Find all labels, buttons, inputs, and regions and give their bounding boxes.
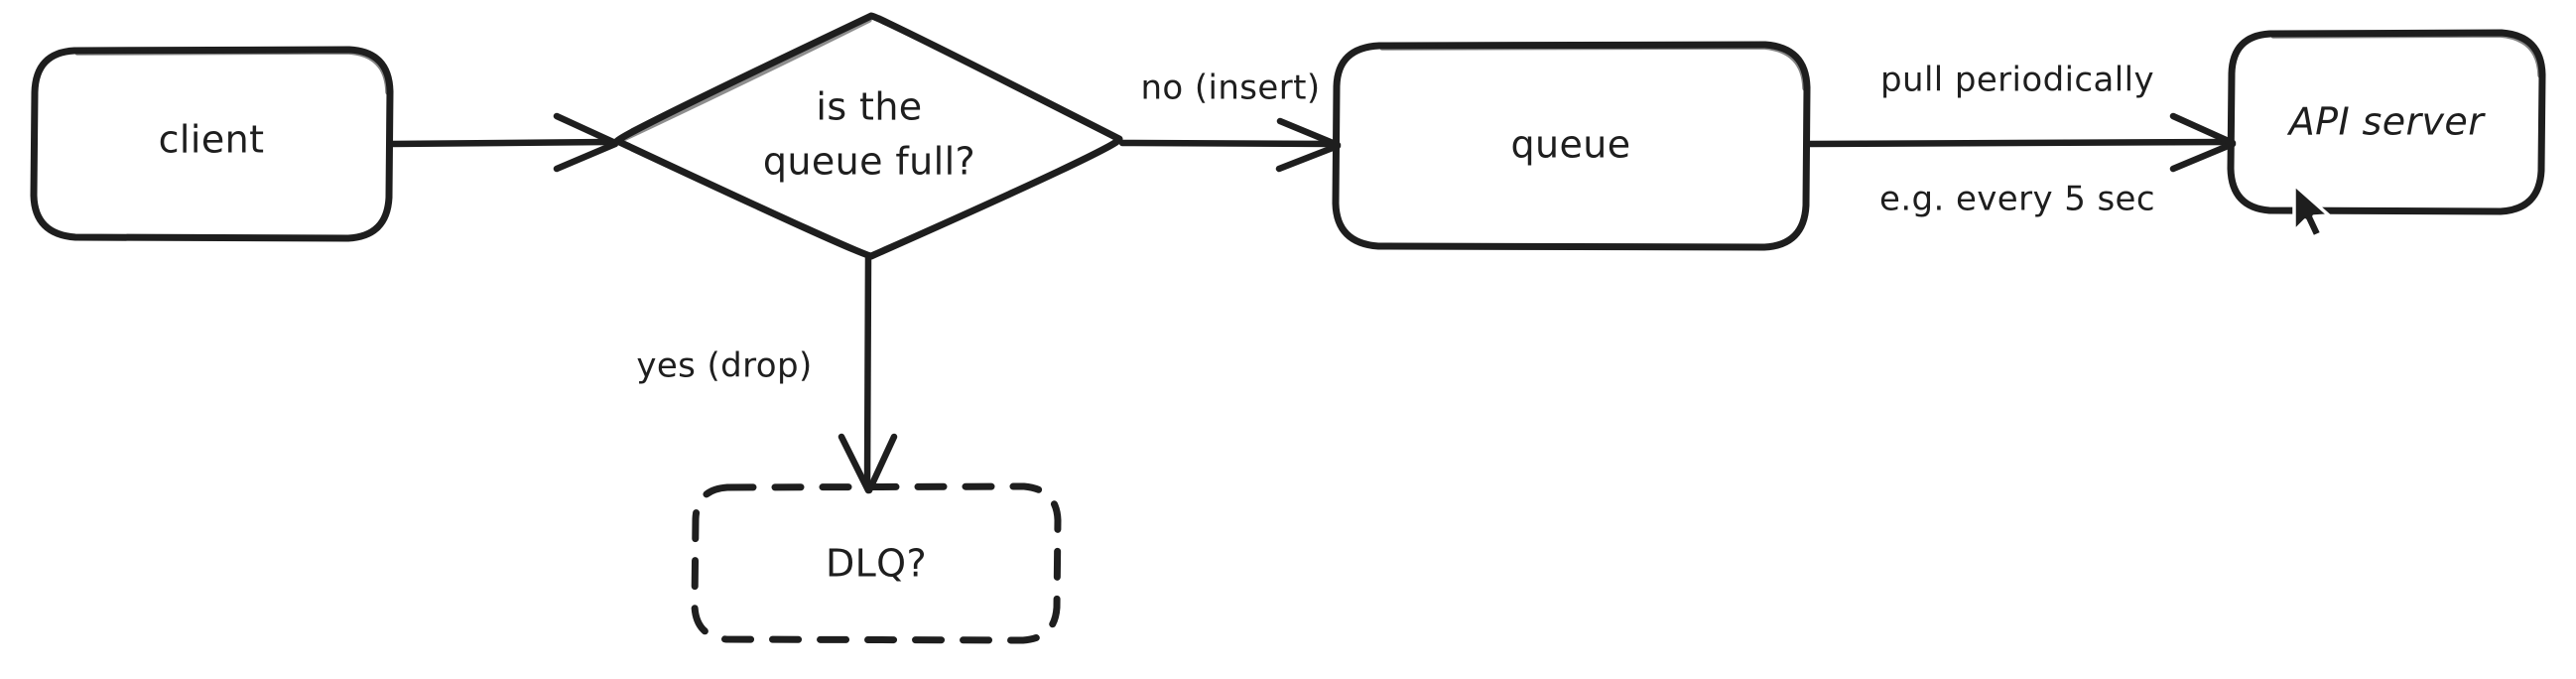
decision-diamond-outline (613, 12, 1123, 260)
queue-to-api-label-above: pull periodically (1880, 61, 2154, 100)
client-to-decision-line (387, 138, 611, 148)
queue-box-sketch-overlay (1379, 44, 1808, 91)
queue-label: queue (1510, 123, 1630, 167)
decision-diamond-sketch-overlay (620, 15, 1120, 142)
queue-to-api-label-below: e.g. every 5 sec (1879, 180, 2155, 219)
decision-to-dlq-line (863, 252, 872, 488)
decision-label-line2: queue full? (763, 140, 975, 184)
edge-queue-to-api[interactable]: pull periodically e.g. every 5 sec (1804, 61, 2237, 219)
client-to-decision-arrowhead (553, 112, 619, 173)
api-server-label: API server (2286, 100, 2486, 144)
cursor-arrow-glyph (2292, 183, 2331, 239)
node-decision[interactable]: is the queue full? (613, 12, 1123, 260)
decision-label-line1: is the (816, 85, 922, 129)
mouse-pointer-icon (2292, 183, 2331, 239)
decision-to-queue-arrowhead (1275, 117, 1342, 173)
queue-to-api-line (1804, 138, 2233, 148)
dlq-box-outline (691, 482, 1062, 644)
client-box-sketch-overlay (74, 49, 391, 95)
node-queue[interactable]: queue (1332, 41, 1811, 251)
client-label: client (159, 118, 265, 162)
edge-decision-to-queue[interactable]: no (insert) (1118, 68, 1342, 173)
node-dlq[interactable]: DLQ? (691, 482, 1062, 644)
decision-to-dlq-label: yes (drop) (636, 346, 812, 386)
decision-to-queue-line (1118, 139, 1339, 148)
dlq-label: DLQ? (826, 542, 927, 586)
node-client[interactable]: client (30, 46, 394, 242)
decision-to-queue-label: no (insert) (1140, 68, 1320, 108)
api-server-box-sketch-overlay (2270, 32, 2543, 78)
queue-to-api-arrowhead (2169, 112, 2237, 173)
edge-client-to-decision[interactable] (387, 112, 619, 173)
edge-decision-to-dlq[interactable]: yes (drop) (636, 252, 898, 494)
node-api-server[interactable]: API server (2227, 29, 2546, 215)
decision-to-dlq-arrowhead (837, 433, 898, 494)
